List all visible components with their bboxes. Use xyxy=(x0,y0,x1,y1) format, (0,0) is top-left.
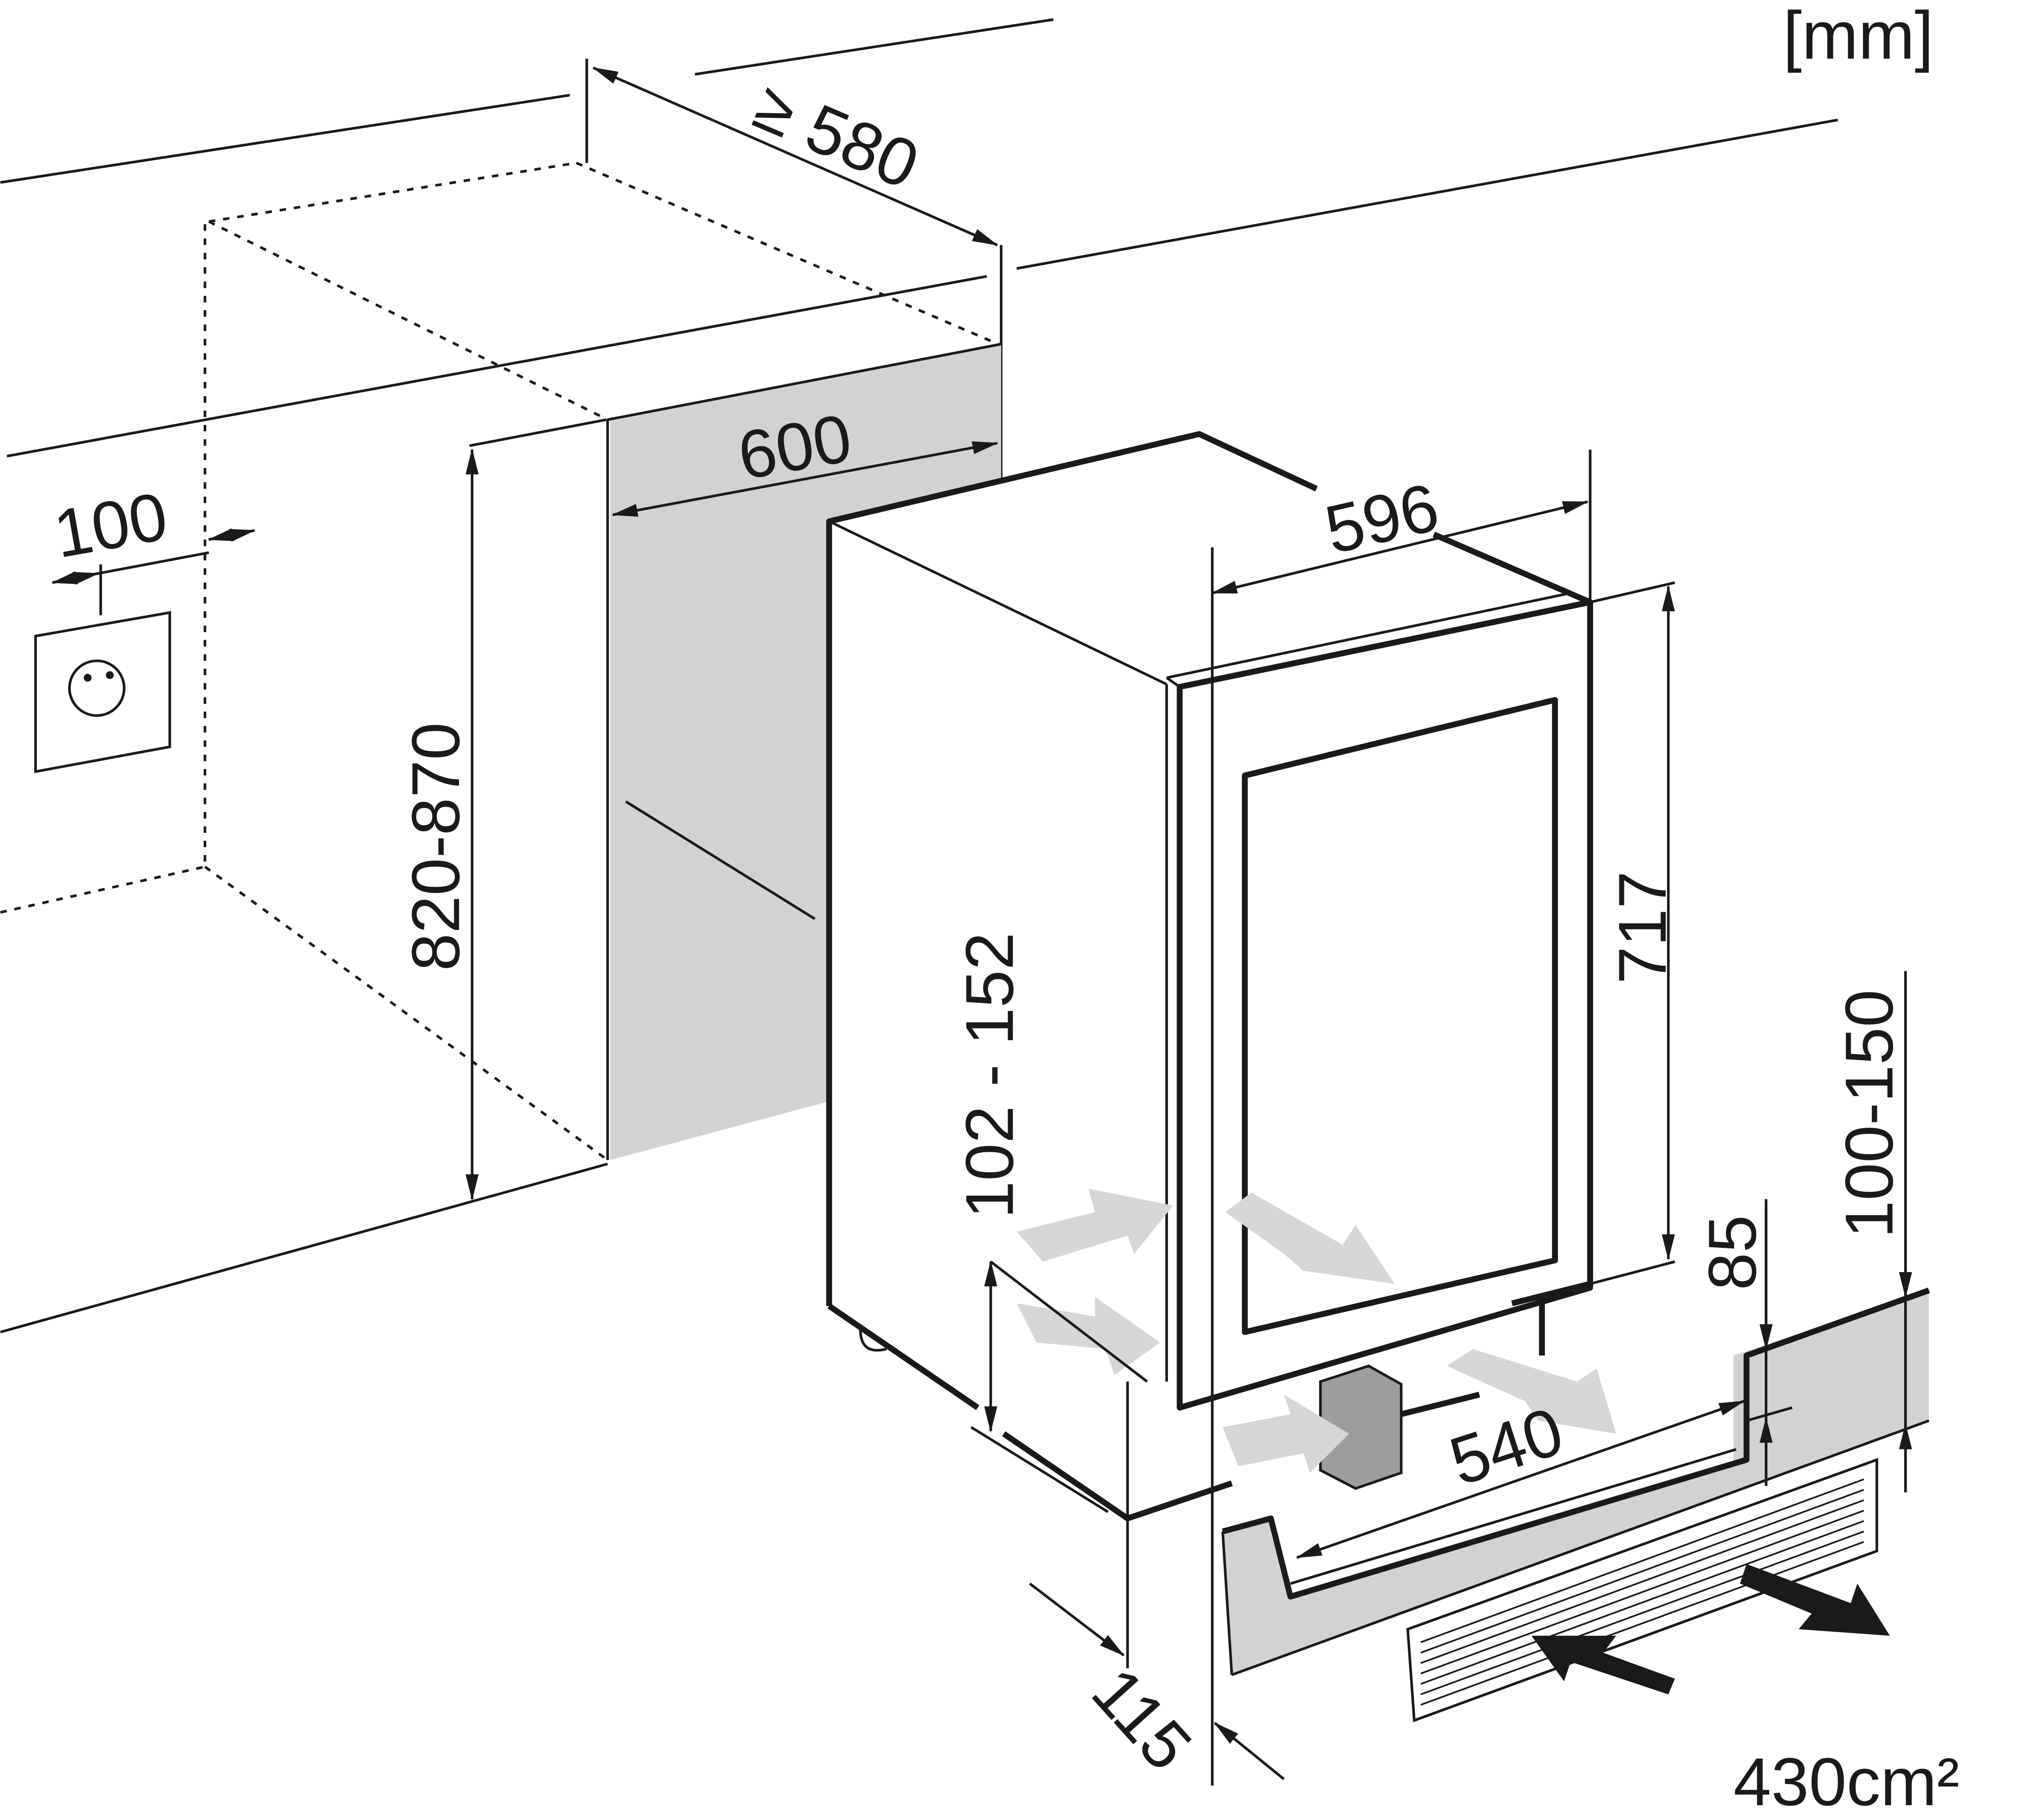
label-socket-offset: 100 xyxy=(48,478,173,572)
niche-area xyxy=(610,344,1001,1160)
intake-arrow-icon xyxy=(1531,1636,1675,1694)
label-plinth-height: 102 - 152 xyxy=(952,932,1028,1218)
exhaust-arrow-icon xyxy=(1740,1564,1890,1636)
label-plinth-range: 100-150 xyxy=(1831,990,1907,1238)
label-depth-min: ≥ 580 xyxy=(744,68,929,204)
dimension-lines xyxy=(51,66,1912,1786)
wall-lines xyxy=(0,18,1838,1333)
label-plinth-depth: 540 xyxy=(1441,1393,1572,1500)
vent-grille xyxy=(1406,1458,1890,1723)
label-vent-area: 430cm² xyxy=(1733,1744,1959,1813)
label-appliance-width: 596 xyxy=(1318,469,1446,568)
label-niche-height: 820-870 xyxy=(398,722,474,971)
label-plinth-setback: 115 xyxy=(1078,1654,1206,1784)
label-door-height: 717 xyxy=(1605,871,1681,984)
power-socket xyxy=(34,564,171,773)
unit-label: [mm] xyxy=(1783,0,1934,73)
airflow-arrows xyxy=(1017,1189,1616,1473)
label-vent-gap: 85 xyxy=(1695,1215,1771,1290)
